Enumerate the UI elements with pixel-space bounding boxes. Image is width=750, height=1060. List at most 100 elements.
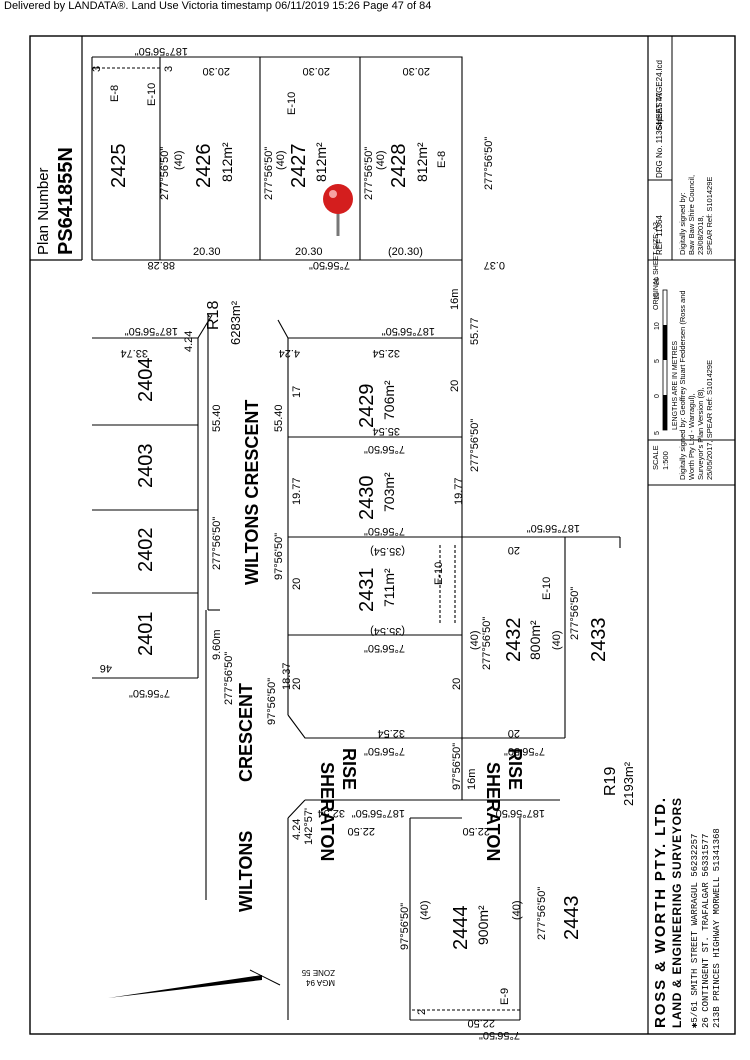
dim-1837: 18.37 <box>281 662 293 690</box>
scale-bar <box>662 289 668 431</box>
easement-e8-2428: E-8 <box>436 151 448 168</box>
dim-20-2431: 20 <box>291 578 303 590</box>
lot-2431-number: 2431 <box>356 568 378 613</box>
dim-2-left: 2 <box>416 1009 428 1015</box>
road-rise-left: RISE <box>339 748 359 790</box>
bearing-2427-side: 277°56'50" <box>263 147 275 200</box>
bearing-97-mid: 97°56'50" <box>273 533 285 580</box>
bearing-2432-side: 277°56'50" <box>481 617 493 670</box>
dim-5540-left: 55.40 <box>211 404 223 432</box>
bearing-rise-left: 7°56'50" <box>364 745 405 757</box>
bearing-2404-top: 187°56'50" <box>125 325 178 337</box>
bearing-2401-bottom: 7°56'50" <box>129 687 170 699</box>
dim-2250-right: 22.50 <box>462 825 490 837</box>
scale-tick-4: 15 <box>654 292 661 300</box>
bearing-2431-bottom: 7°56'50" <box>364 642 405 654</box>
easement-e9: E-9 <box>499 988 511 1005</box>
dim-20-2432-top: 20 <box>508 544 520 556</box>
scale-tick-3: 10 <box>654 322 661 330</box>
scale-tick-0: 5 <box>654 431 661 435</box>
dim-424-bottom: 4.24 <box>291 819 303 840</box>
dim-2250-bottom: 22.50 <box>467 1017 495 1029</box>
reserve-r18: R18 <box>205 301 222 330</box>
scale-caption: LENGTHS ARE IN METRES <box>672 341 679 430</box>
scale-tick-1: 0 <box>654 394 661 398</box>
bearing-277-right: 277°56'50" <box>469 419 481 472</box>
bearing-277-left-lower: 277°56'50" <box>223 652 235 705</box>
council-signature-2: Baw Baw Shire Council, <box>687 175 696 255</box>
dim-16m-top: 16m <box>449 289 461 310</box>
bearing-2432-top: 187°56'50" <box>527 522 580 534</box>
dim-40-2426: (40) <box>173 150 185 170</box>
mga-label: MGA 94 <box>306 978 335 987</box>
scale-tick-5: 20 <box>654 277 661 285</box>
plan-number: PS641855N <box>55 147 77 255</box>
lot-2430-area: 703m² <box>381 472 397 512</box>
road-sheraton-right: SHERATON <box>483 762 503 861</box>
lot-2403-number: 2403 <box>135 444 157 489</box>
dim-1977-left: 19.77 <box>291 477 303 505</box>
reserve-r19: R19 <box>602 767 619 796</box>
surveyor-signature-4: 25/05/2017, SPEAR Ref: S101429E <box>705 360 714 480</box>
easement-e10-top: E-10 <box>146 83 158 106</box>
dim-5577: 55.77 <box>469 317 481 345</box>
dim-40-2443: (40) <box>511 900 523 920</box>
lot-2432-number: 2432 <box>503 618 525 663</box>
bearing-2428-right: 277°56'50" <box>483 137 495 190</box>
dim-2431-bottom: (35.54) <box>370 625 405 637</box>
council-signature-4: SPEAR Ref: S101429E <box>705 177 714 255</box>
dim-3-top-left: 3 <box>91 66 103 72</box>
dim-424-mid: 4.24 <box>279 347 300 359</box>
lot-2430-number: 2430 <box>356 476 378 521</box>
lot-2427-number: 2427 <box>288 144 310 189</box>
dim-1977-right: 19.77 <box>453 477 465 505</box>
dim-bottom-2427: 20.30 <box>295 246 323 258</box>
dim-2431-top: (35.54) <box>370 545 405 557</box>
dim-2250-left: 22.50 <box>347 825 375 837</box>
lot-2428-number: 2428 <box>388 144 410 189</box>
lot-2431-area: 711m² <box>381 568 397 607</box>
lot-2404-number: 2404 <box>135 358 157 403</box>
bearing-2443-top: 187°56'50" <box>492 807 545 819</box>
dim-20-2432-mid: 20 <box>451 678 463 690</box>
dim-3-top: 3 <box>163 66 175 72</box>
bearing-142: 142°57' <box>303 808 315 845</box>
lot-2444-area: 900m² <box>475 905 491 945</box>
road-wiltons: WILTONS <box>236 831 256 912</box>
bearing-2433-side: 277°56'50" <box>569 587 581 640</box>
dim-037: 0.37 <box>484 259 505 271</box>
bearing-2430-bottom: 7°56'50" <box>364 525 405 537</box>
lot-2432-area: 800m² <box>527 620 543 660</box>
bearing-top-row-bottom: 7°56'50" <box>309 259 350 271</box>
surveyor-signature-2: Worth Pty Ltd - Warragul), <box>687 393 696 480</box>
dim-17: 17 <box>291 386 303 398</box>
easement-e10-2431: E-10 <box>433 562 445 585</box>
dim-2429-bottom: 35.54 <box>372 425 400 437</box>
lot-2428-area: 812m² <box>414 142 430 182</box>
dim-46: 46 <box>100 662 112 674</box>
dim-2429-top: 32.54 <box>372 347 400 359</box>
dim-424-left: 4.24 <box>183 331 195 352</box>
ref-number: REF 11364 <box>655 215 664 255</box>
page-header: Delivered by LANDATA®. Land Use Victoria… <box>4 0 432 12</box>
road-rise-right: RISE <box>505 748 525 790</box>
road-crescent: CRESCENT <box>236 683 256 782</box>
surveyor-signature-1: Digitally signed by: Geoffrey Stuart Fed… <box>678 290 687 480</box>
bearing-277-left: 277°56'50" <box>211 517 223 570</box>
dim-2254-lower: 32.54 <box>377 727 405 739</box>
lot-2429-area: 706m² <box>381 380 397 420</box>
dim-40-2444: (40) <box>419 900 431 920</box>
lot-2402-number: 2402 <box>135 528 157 573</box>
dim-40-2433: (40) <box>551 630 563 650</box>
lot-2429-number: 2429 <box>356 384 378 429</box>
scale-tick-2: 5 <box>654 359 661 363</box>
lot-2433-number: 2433 <box>588 618 610 663</box>
bearing-top: 187°56'50" <box>135 45 188 57</box>
drawing-number: DRG No. 11364psASTAGE24.lcd <box>655 60 664 178</box>
lot-2426-number: 2426 <box>193 144 215 189</box>
lot-2425-number: 2425 <box>108 144 130 189</box>
council-signature-3: 23/08/2018, <box>696 215 705 255</box>
dim-20-lower: 20 <box>291 678 303 690</box>
bearing-277-2443: 277°56'50" <box>536 887 548 940</box>
